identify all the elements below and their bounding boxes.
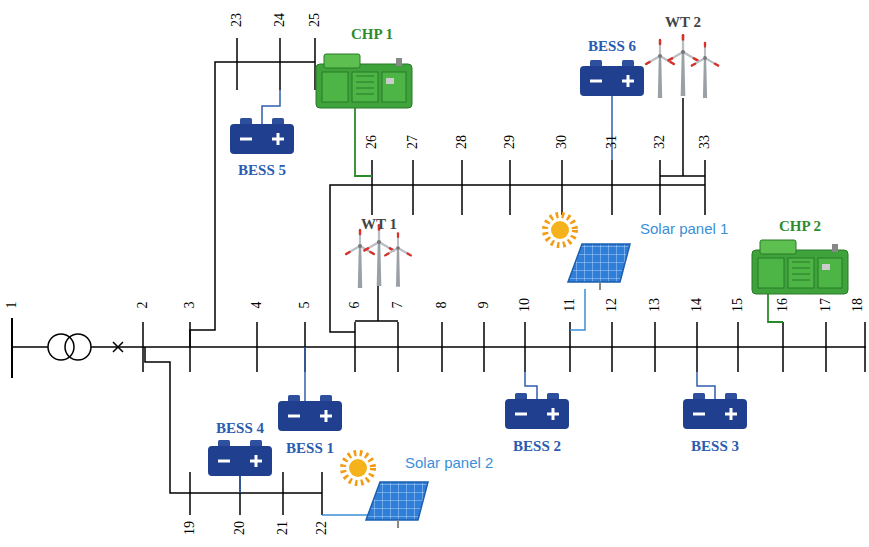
bus-number: 6 <box>348 302 362 309</box>
wind-turbine <box>646 35 718 98</box>
battery-symbol <box>683 393 747 429</box>
bus-number: 17 <box>819 298 833 312</box>
battery-symbol <box>230 118 294 154</box>
bus-number: 3 <box>183 302 197 309</box>
bus-number: 29 <box>503 135 517 149</box>
bus-number: 28 <box>455 135 469 149</box>
device-label: BESS 3 <box>691 439 739 454</box>
battery-symbol <box>580 60 644 96</box>
device-label: CHP 2 <box>779 219 821 234</box>
bus-number: 9 <box>477 302 491 309</box>
solar-panel <box>545 215 630 290</box>
battery-symbol <box>208 440 272 476</box>
bus-number: 5 <box>298 302 312 309</box>
bus-number: 25 <box>308 13 322 27</box>
bus-number: 11 <box>563 298 577 311</box>
bus-number: 2 <box>136 302 150 309</box>
device-label: BESS 6 <box>588 39 636 54</box>
battery-symbol <box>278 395 342 431</box>
battery-symbol <box>505 393 569 429</box>
device-label: CHP 1 <box>351 27 393 42</box>
chp-unit <box>752 240 848 294</box>
bus-number: 32 <box>653 135 667 149</box>
bus-number: 30 <box>555 135 569 149</box>
bus-number: 31 <box>605 135 619 149</box>
device-label: WT 1 <box>361 217 397 232</box>
bus-number: 22 <box>315 521 329 535</box>
bus-number: 10 <box>518 298 532 312</box>
device-label: BESS 5 <box>238 163 286 178</box>
device-label: BESS 1 <box>286 441 334 456</box>
bus-number: 14 <box>690 298 704 312</box>
bus-number: 24 <box>273 13 287 27</box>
bus-number: 4 <box>250 302 264 309</box>
device-label: Solar panel 2 <box>405 455 493 470</box>
bus-number: 15 <box>731 298 745 312</box>
bus-number: 1 <box>5 302 19 309</box>
device-label: BESS 4 <box>216 421 264 436</box>
bus-number: 18 <box>851 298 865 312</box>
bus-number: 8 <box>435 302 449 309</box>
wind-turbine <box>346 225 411 288</box>
device-label: WT 2 <box>665 15 701 30</box>
device-label: Solar panel 1 <box>640 221 728 236</box>
device-label: BESS 2 <box>513 439 561 454</box>
bus-number: 20 <box>233 521 247 535</box>
bus-number: 23 <box>230 13 244 27</box>
bus-number: 33 <box>698 135 712 149</box>
chp-unit <box>316 54 412 108</box>
bus-number: 19 <box>183 521 197 535</box>
bus-number: 27 <box>406 135 420 149</box>
bus-number: 26 <box>365 135 379 149</box>
bus-number: 21 <box>276 521 290 535</box>
bus-number: 12 <box>605 298 619 312</box>
bus-number: 7 <box>391 302 405 309</box>
bus-number: 13 <box>648 298 662 312</box>
bus-number: 16 <box>776 298 790 312</box>
